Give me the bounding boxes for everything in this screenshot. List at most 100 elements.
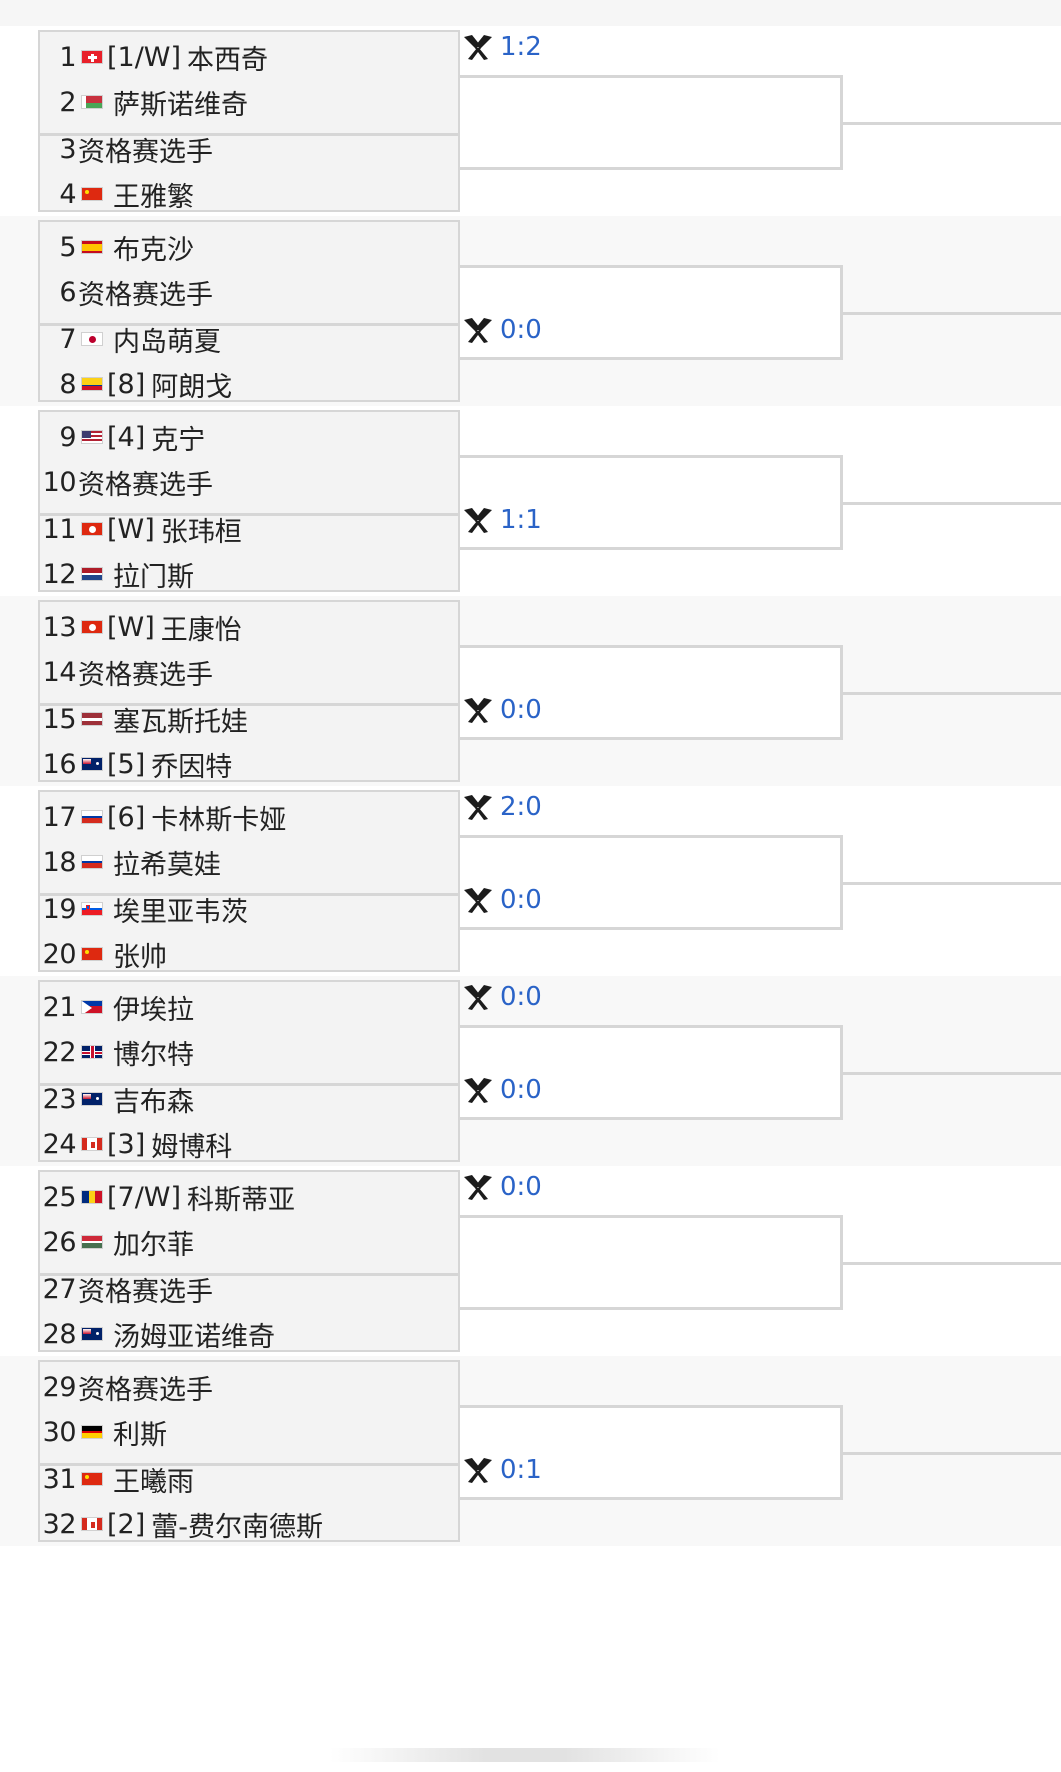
draw-position: 11 <box>42 513 77 545</box>
player-name: 伊埃拉 <box>113 994 194 1026</box>
crossed-rackets-icon <box>464 35 492 60</box>
player-name: 科斯蒂亚 <box>187 1184 296 1216</box>
h2h-record[interactable]: 0:1 <box>462 1455 542 1485</box>
h2h-record[interactable]: 1:1 <box>462 505 542 535</box>
player-row[interactable]: 13[W]王康怡 <box>40 602 460 652</box>
crossed-rackets-icon <box>464 698 492 723</box>
draw-position: 3 <box>59 133 76 165</box>
crossed-rackets-icon <box>464 1175 492 1200</box>
player-name: 汤姆亚诺维奇 <box>113 1321 275 1353</box>
top-strip <box>0 0 1061 26</box>
player-name: 拉希莫娃 <box>113 849 221 881</box>
flag-icon <box>81 902 103 916</box>
player-name: 资格赛选手 <box>78 469 213 501</box>
h2h-record[interactable]: 0:0 <box>462 315 542 345</box>
player-row[interactable]: 9[4]克宁 <box>40 412 460 462</box>
player-name: 萨斯诺维奇 <box>113 89 248 121</box>
player-row[interactable]: 32[2]蕾-费尔南德斯 <box>40 1499 460 1549</box>
player-name: 姆博科 <box>151 1131 233 1163</box>
second-round-slot[interactable] <box>460 75 843 170</box>
h2h-record[interactable]: 0:0 <box>462 885 542 915</box>
h2h-record[interactable]: 0:0 <box>462 1172 542 1202</box>
crossed-rackets-icon <box>464 1078 492 1103</box>
draw-position: 5 <box>59 231 76 263</box>
draw-position: 16 <box>42 748 77 780</box>
draw-position: 29 <box>42 1371 77 1403</box>
player-row[interactable]: 21 伊埃拉 <box>40 982 460 1032</box>
draw-position: 8 <box>59 368 76 400</box>
player-row[interactable]: 24[3]姆博科 <box>40 1119 460 1169</box>
flag-icon <box>81 1190 103 1204</box>
seed-tag: [1/W] <box>107 41 182 73</box>
h2h-score: 0:1 <box>500 1455 542 1485</box>
second-round-slot[interactable] <box>460 835 843 930</box>
player-name: 加尔菲 <box>113 1229 194 1261</box>
player-name: 王曦雨 <box>113 1466 194 1498</box>
player-row[interactable]: 8[8]阿朗戈 <box>40 359 460 409</box>
player-row[interactable]: 17[6]卡林斯卡娅 <box>40 792 460 842</box>
player-row[interactable]: 1[1/W]本西奇 <box>40 32 460 82</box>
player-name: 王雅繁 <box>113 181 194 213</box>
second-round-slot[interactable] <box>460 645 843 740</box>
draw-position: 2 <box>59 86 76 118</box>
draw-position: 23 <box>42 1083 77 1115</box>
player-name: 蕾-费尔南德斯 <box>151 1511 323 1543</box>
group-divider <box>40 513 458 516</box>
draw-position: 21 <box>42 991 77 1023</box>
player-name: 资格赛选手 <box>78 136 213 168</box>
h2h-record[interactable]: 0:0 <box>462 695 542 725</box>
h2h-record[interactable]: 1:2 <box>462 32 542 62</box>
second-round-slot[interactable] <box>460 455 843 550</box>
h2h-record[interactable]: 2:0 <box>462 792 542 822</box>
player-row[interactable]: 11[W]张玮桓 <box>40 504 460 554</box>
draw-position: 24 <box>42 1128 77 1160</box>
second-round-slot[interactable] <box>460 1025 843 1120</box>
second-round-slot[interactable] <box>460 1405 843 1500</box>
flag-icon <box>81 1000 103 1014</box>
flag-icon <box>81 187 103 201</box>
draw-position: 25 <box>42 1181 77 1213</box>
player-row[interactable]: 2 萨斯诺维奇 <box>40 77 460 127</box>
h2h-record[interactable]: 0:0 <box>462 982 542 1012</box>
h2h-score: 2:0 <box>500 792 542 822</box>
second-round-slot[interactable] <box>460 265 843 360</box>
player-name: 张玮桓 <box>160 516 242 548</box>
group-divider <box>40 1463 458 1466</box>
draw-position: 15 <box>42 703 77 735</box>
player-row[interactable]: 16[5]乔因特 <box>40 739 460 789</box>
seed-tag: [4] <box>107 421 146 453</box>
second-round-slot[interactable] <box>460 1215 843 1310</box>
flag-icon <box>81 1137 103 1151</box>
seed-tag: [W] <box>107 611 155 643</box>
flag-icon <box>81 240 103 254</box>
crossed-rackets-icon <box>464 888 492 913</box>
h2h-record[interactable]: 0:0 <box>462 1075 542 1105</box>
player-row[interactable]: 25[7/W]科斯蒂亚 <box>40 1172 460 1222</box>
